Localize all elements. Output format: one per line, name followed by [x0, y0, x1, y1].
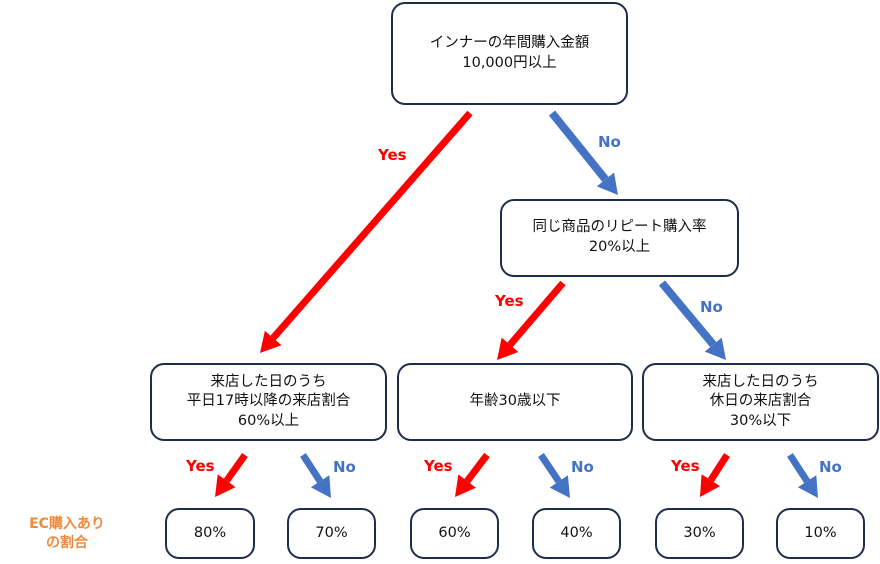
yes-label: Yes	[186, 457, 215, 475]
leaf-node: 70%	[287, 508, 376, 559]
yes-arrow	[497, 280, 566, 360]
node-line: 平日17時以降の来店割合	[186, 393, 351, 410]
arrow-shaft	[787, 453, 811, 484]
arrow-shaft	[658, 280, 717, 348]
yes-arrow	[260, 110, 473, 353]
yes-arrow	[215, 452, 248, 497]
yes-label: Yes	[495, 292, 524, 310]
yes-arrow	[455, 452, 490, 497]
node-line: 来店した日のうち	[702, 373, 819, 390]
ec-label-line2: の割合	[46, 534, 88, 551]
no-arrow	[548, 110, 618, 195]
arrow-head	[497, 337, 519, 360]
yes-arrow	[700, 453, 730, 497]
arrow-head	[549, 475, 570, 498]
no-label: No	[700, 298, 723, 316]
root-line1: インナーの年間購入金額	[429, 34, 590, 51]
leaf-value: 70%	[315, 524, 348, 541]
leaf-node: 10%	[776, 508, 865, 559]
mid-line2: 20%以上	[588, 239, 651, 255]
arrow-head	[260, 330, 282, 353]
arrow-head	[310, 475, 331, 498]
leaf-value: 30%	[683, 524, 716, 541]
arrow-head	[455, 474, 476, 497]
arrow-head	[596, 172, 618, 195]
arrow-shaft	[707, 453, 730, 483]
arrow-shaft	[464, 452, 490, 484]
leaf-value: 10%	[804, 524, 837, 541]
node-line: 休日の来店割合	[709, 393, 812, 410]
no-label: No	[598, 133, 621, 151]
arrow-shaft	[300, 453, 324, 484]
age-node: 年齢30歳以下	[397, 363, 633, 441]
arrow-shaft	[223, 452, 248, 483]
leaf-node: 60%	[410, 508, 499, 559]
yes-label: Yes	[378, 146, 407, 164]
arrow-head	[215, 474, 236, 497]
ec-purchase-rate-label: EC購入あり の割合	[20, 515, 114, 553]
weekday-evening-node: 来店した日のうち 平日17時以降の来店割合 60%以上	[150, 363, 387, 441]
no-arrow	[787, 453, 818, 498]
arrow-shaft	[270, 110, 473, 341]
leaf-node: 40%	[532, 508, 621, 559]
arrow-head	[700, 474, 721, 497]
arrow-shaft	[507, 280, 566, 348]
node-line: 来店した日のうち	[210, 373, 327, 390]
ec-label-line1: EC購入あり	[29, 516, 105, 532]
yes-label: Yes	[424, 457, 453, 475]
leaf-value: 60%	[438, 524, 471, 541]
root-line2: 10,000円以上	[462, 54, 557, 71]
node-line: 60%以上	[237, 412, 300, 429]
no-arrow	[538, 453, 570, 498]
arrow-head	[797, 475, 818, 498]
no-label: No	[571, 458, 594, 476]
no-arrow	[658, 280, 726, 360]
no-label: No	[819, 458, 842, 476]
leaf-node: 30%	[655, 508, 744, 559]
arrow-head	[704, 337, 726, 360]
root-node: インナーの年間購入金額 10,000円以上	[391, 2, 628, 105]
holiday-node: 来店した日のうち 休日の来店割合 30%以下	[642, 363, 879, 441]
leaf-value: 40%	[560, 524, 593, 541]
mid-line1: 同じ商品のリピート購入率	[532, 219, 707, 236]
leaf-node: 80%	[165, 508, 255, 559]
yes-label: Yes	[671, 457, 700, 475]
repeat-rate-node: 同じ商品のリピート購入率 20%以上	[500, 199, 739, 277]
no-label: No	[333, 458, 356, 476]
leaf-value: 80%	[193, 524, 227, 541]
node-line: 年齢30歳以下	[469, 393, 561, 410]
no-arrow	[300, 453, 331, 498]
arrow-shaft	[548, 110, 609, 182]
node-line: 30%以下	[729, 412, 792, 429]
arrow-shaft	[538, 453, 562, 484]
